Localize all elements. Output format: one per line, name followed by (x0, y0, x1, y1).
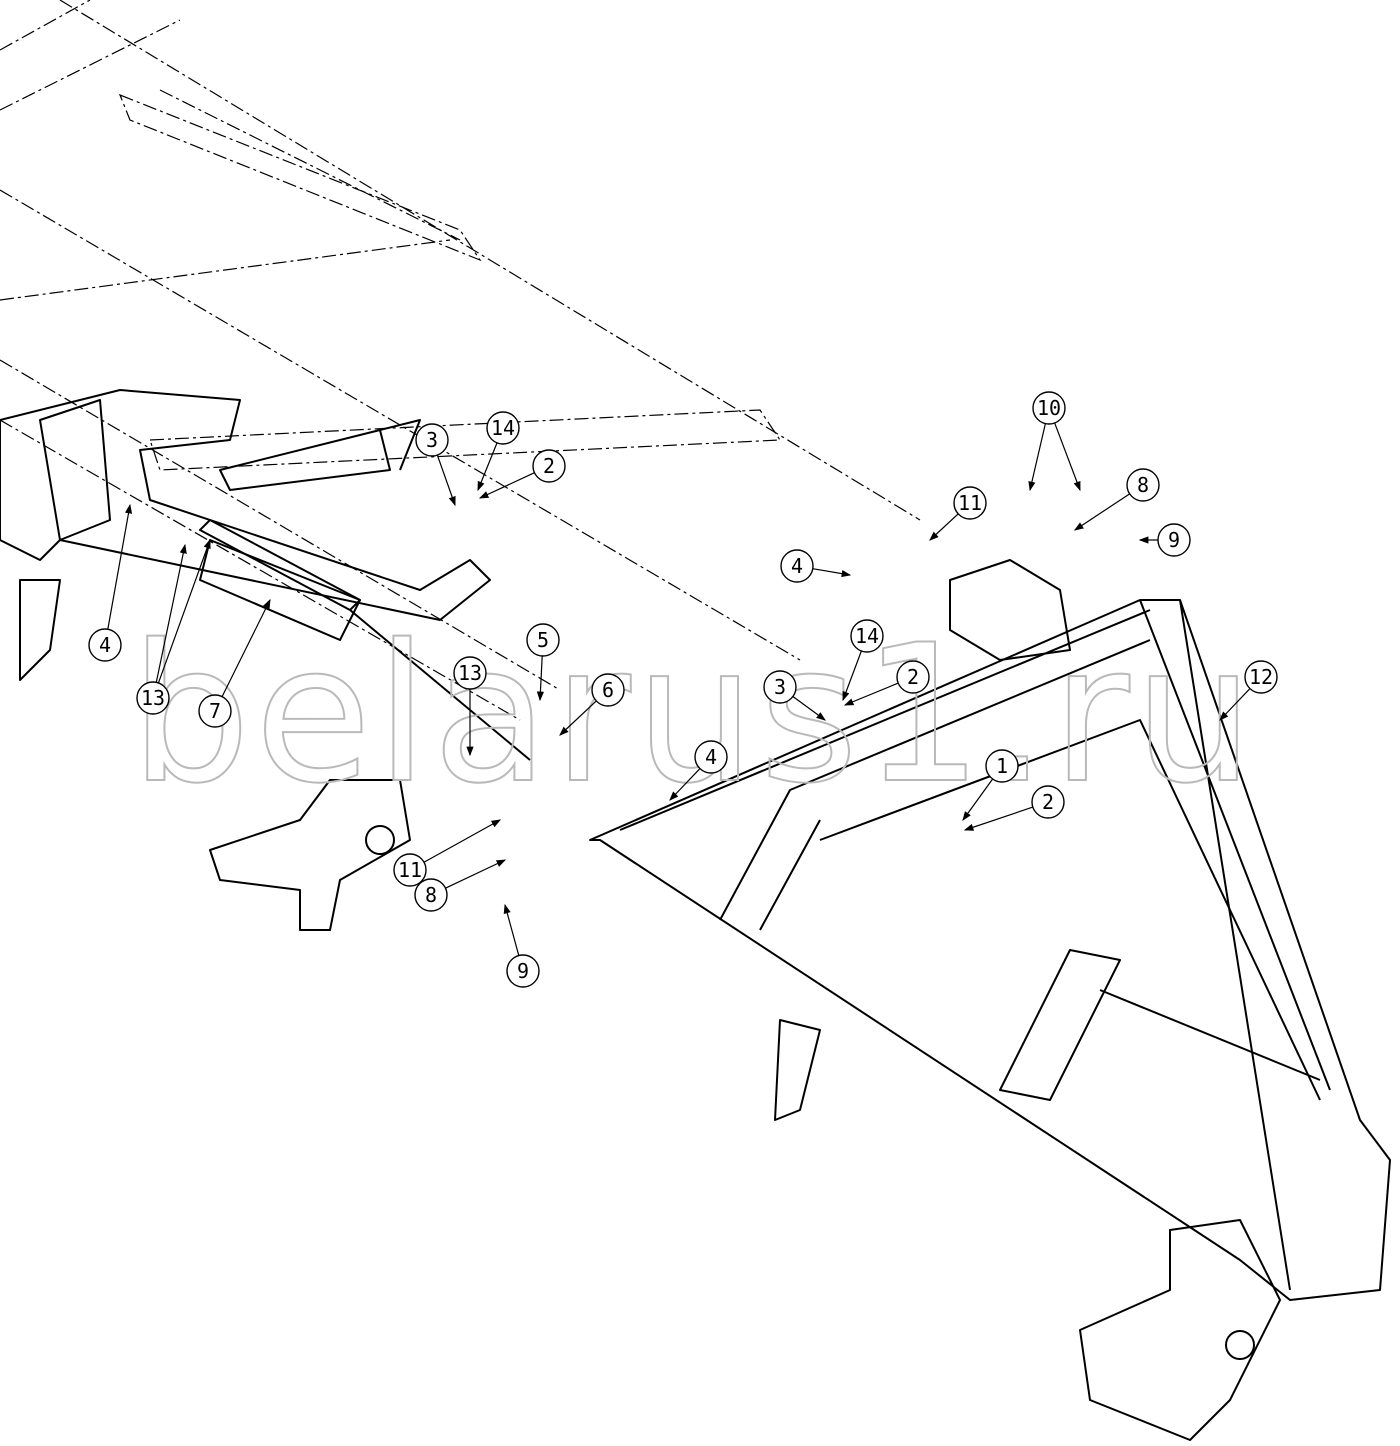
callout-4: 4 (88, 628, 122, 662)
callout-label: 4 (99, 633, 111, 657)
callout-label: 4 (791, 554, 803, 578)
callout-11: 11 (953, 486, 987, 520)
callout-label: 8 (1137, 473, 1149, 497)
callout-label: 14 (855, 624, 879, 648)
callout-3: 3 (415, 423, 449, 457)
callout-label: 9 (517, 959, 529, 983)
callout-9: 9 (506, 954, 540, 988)
callout-11: 11 (393, 853, 427, 887)
leader-line (157, 538, 211, 684)
callout-label: 11 (958, 491, 982, 515)
leader-line (1073, 493, 1130, 531)
callout-label: 14 (491, 416, 515, 440)
leader-line (669, 768, 701, 801)
callout-label: 7 (209, 699, 221, 723)
callout-4: 4 (780, 549, 814, 583)
callout-10: 10 (1032, 391, 1066, 425)
callout-7: 7 (198, 694, 232, 728)
rear-frame (589, 559, 1391, 1441)
callout-label: 13 (458, 661, 482, 685)
leader-line (962, 778, 994, 821)
callout-label: 8 (425, 883, 437, 907)
leader-line (1054, 422, 1081, 492)
callout-12: 12 (1244, 660, 1278, 694)
callout-5: 5 (526, 623, 560, 657)
callout-2: 2 (1031, 785, 1065, 819)
callout-label: 4 (705, 745, 717, 769)
callout-label: 2 (543, 454, 555, 478)
leader-line (792, 695, 826, 721)
callout-2: 2 (896, 660, 930, 694)
callout-label: 11 (398, 858, 422, 882)
callout-6: 6 (591, 673, 625, 707)
callout-14: 14 (486, 411, 520, 445)
callout-label: 13 (141, 686, 165, 710)
callout-label: 12 (1249, 665, 1273, 689)
leader-line (963, 806, 1034, 831)
callout-9: 9 (1157, 523, 1191, 557)
callout-2: 2 (532, 449, 566, 483)
leader-line (478, 472, 535, 499)
callout-8: 8 (414, 878, 448, 912)
callout-label: 2 (907, 665, 919, 689)
leader-line (843, 682, 899, 706)
callout-3: 3 (763, 670, 797, 704)
callout-4: 4 (694, 740, 728, 774)
dashed-main-frame (0, 0, 921, 721)
leader-line (221, 598, 271, 697)
leader-line (423, 819, 502, 863)
leader-line (929, 513, 959, 541)
leader-line (155, 543, 187, 683)
watermark: belarus1.ru (130, 604, 1258, 825)
leader-line (1219, 688, 1251, 721)
callout-13: 13 (136, 681, 170, 715)
leader-line (436, 454, 456, 507)
callout-label: 1 (996, 754, 1008, 778)
left-frame (0, 389, 531, 931)
leader-line (559, 700, 597, 736)
leader-line (107, 503, 133, 630)
callout-label: 5 (537, 628, 549, 652)
callout-1: 1 (985, 749, 1019, 783)
leader-line (445, 859, 507, 889)
callout-8: 8 (1126, 468, 1160, 502)
leader-line (1028, 423, 1046, 492)
callout-14: 14 (850, 619, 884, 653)
leader-line (477, 442, 498, 492)
leader-line (812, 568, 852, 578)
callout-label: 10 (1037, 396, 1061, 420)
callout-label: 6 (602, 678, 614, 702)
leader-line (842, 650, 862, 702)
leader-lines (107, 422, 1251, 956)
callout-label: 9 (1168, 528, 1180, 552)
callout-label: 2 (1042, 790, 1054, 814)
callout-13: 13 (453, 656, 487, 690)
leader-line (503, 903, 520, 956)
callout-label: 3 (774, 675, 786, 699)
leader-line (536, 655, 545, 702)
callout-label: 3 (426, 428, 438, 452)
